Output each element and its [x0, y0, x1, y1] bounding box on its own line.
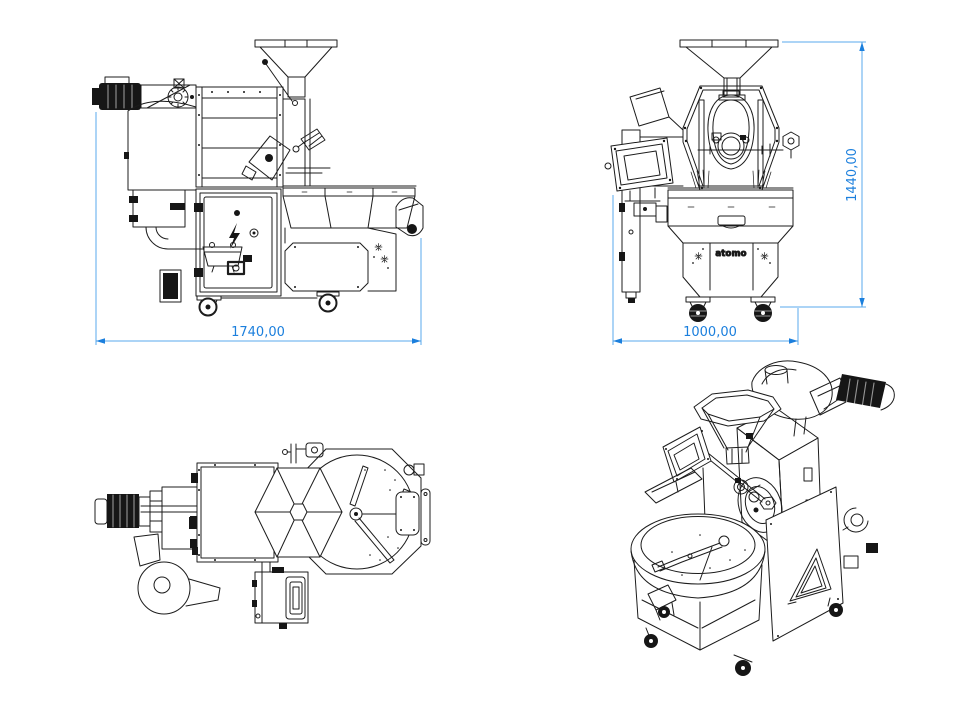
- iso-display-screen: [644, 426, 712, 521]
- iso-hopper: [693, 389, 782, 465]
- front-casters: [685, 296, 776, 322]
- top-view: [94, 442, 431, 629]
- iso-drum-door-cluster: [699, 448, 777, 513]
- top-control-box: [252, 561, 309, 629]
- front-base-cabinet: atomo: [682, 242, 779, 298]
- side-discharge-knob: [407, 224, 417, 234]
- front-side-column: [619, 129, 684, 303]
- front-height-dimension: 1440,00: [780, 41, 866, 308]
- front-width-dim-label: 1000,00: [683, 325, 737, 340]
- triangle-logo: [787, 548, 832, 605]
- side-motor: [92, 76, 197, 110]
- iso-base-cabinet: [633, 559, 763, 651]
- front-width-dimension: 1000,00: [612, 195, 799, 345]
- iso-fan-housing: [751, 360, 833, 437]
- top-cooling-tray: [297, 448, 431, 575]
- front-view: atomo 1000,00: [604, 39, 866, 345]
- front-frame: [682, 85, 780, 191]
- front-height-dim-label: 1440,00: [845, 148, 860, 202]
- front-exhaust-duct: [629, 87, 684, 131]
- side-view: 1740,00: [92, 39, 424, 345]
- iso-side-panel: [765, 486, 844, 642]
- brand-logo: atomo: [715, 249, 746, 259]
- front-cooling-tray: [667, 187, 794, 244]
- side-cooling-tray: [282, 185, 424, 292]
- top-hopper-hexagon: [254, 467, 343, 558]
- top-exhaust-duct: [133, 486, 198, 567]
- isometric-view: [630, 360, 895, 676]
- side-machine: [92, 39, 424, 317]
- front-drum-face: [690, 90, 800, 189]
- side-casters: [196, 291, 340, 317]
- iso-cooling-tray: [630, 513, 766, 599]
- iso-motor: [809, 374, 895, 416]
- iso-casters: [644, 597, 843, 676]
- top-cyclone-fan: [137, 561, 221, 615]
- side-drum-front: [241, 98, 331, 187]
- side-width-dim-label: 1740,00: [231, 325, 285, 340]
- front-display-screen: [604, 137, 674, 223]
- side-control-cabinet: [159, 188, 282, 303]
- side-width-dimension: 1740,00: [95, 112, 422, 345]
- side-roaster-tower: [173, 78, 284, 188]
- side-fan: [167, 86, 194, 108]
- sample-trier-knob: [782, 131, 800, 151]
- high-voltage-icon: [229, 223, 240, 249]
- front-machine: atomo: [604, 39, 800, 322]
- iso-rear-fittings: [842, 507, 878, 569]
- side-hopper: [254, 39, 338, 106]
